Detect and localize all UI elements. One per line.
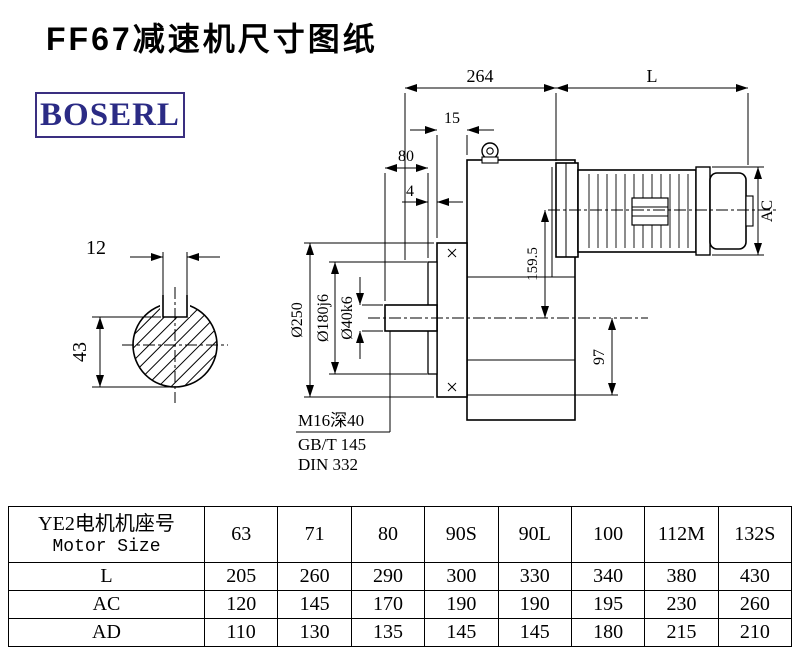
table-cell: 112M (644, 506, 719, 563)
keyway-width-dimension: 12 (86, 237, 220, 295)
table-cell: 380 (644, 562, 719, 591)
table-cell: 340 (570, 562, 646, 591)
table-cell: 63 (203, 506, 279, 563)
axis-height-label: 159.5 (525, 247, 541, 281)
motor-side-view (555, 162, 754, 258)
standard-note-1: GB/T 145 (298, 435, 366, 454)
table-cell: 80 (350, 506, 426, 563)
shaft-height-dimension: 43 (69, 316, 175, 388)
shaft-diameter-label: Ø40k6 (339, 296, 356, 340)
dim-97: 97 (575, 318, 618, 396)
dim-15-label: 15 (444, 110, 460, 127)
table-cell: 145 (277, 590, 352, 619)
fan-cover-end (745, 195, 754, 227)
table-cell: 190 (497, 590, 572, 619)
dim-L-label: L (647, 66, 658, 86)
table-row-AD: AD 110 130 135 145 145 180 215 210 (8, 618, 793, 647)
table-row-AC: AC 120 145 170 190 190 195 230 260 (8, 590, 793, 619)
foot-height-label: 97 (591, 349, 608, 365)
table-cell: 170 (350, 590, 426, 619)
table-row-L: L 205 260 290 300 330 340 380 430 (8, 562, 793, 591)
motor-size-header-en: Motor Size (52, 536, 161, 557)
table-cell: 130 (277, 618, 352, 647)
dim-264: 264 (404, 66, 557, 260)
eyebolt-icon (481, 142, 499, 164)
table-header-row: YE2电机机座号 Motor Size 63 71 80 90S 90L 100… (8, 506, 793, 563)
table-cell: 205 (203, 562, 279, 591)
table-cell: 290 (350, 562, 426, 591)
motor-size-header: YE2电机机座号 Motor Size (8, 506, 205, 563)
dim-264-label: 264 (467, 66, 494, 86)
shaft-tap-note: M16深40 GB/T 145 DIN 332 (296, 331, 391, 474)
boserl-logo: BOSERL (35, 92, 185, 138)
flange-outline (436, 242, 468, 398)
dim-spigot-diameter: Ø180j6 (315, 261, 427, 375)
table-cell: 145 (497, 618, 572, 647)
table-cell: 180 (570, 618, 646, 647)
size-table: YE2电机机座号 Motor Size 63 71 80 90S 90L 100… (8, 506, 793, 647)
spigot-diameter-label: Ø180j6 (315, 294, 332, 342)
motor-fan-cover (709, 172, 747, 250)
dim-4-label: 4 (406, 183, 414, 200)
flange-bolt-marks (447, 248, 457, 392)
dim-159-5: 159.5 (525, 210, 549, 318)
table-cell: 132S (717, 506, 793, 563)
table-cell: 210 (717, 618, 793, 647)
table-cell: 230 (644, 590, 719, 619)
motor-bearing-shield (695, 166, 711, 256)
table-cell: 100 (570, 506, 646, 563)
table-cell: 430 (717, 562, 793, 591)
motor-ac-label: AC (759, 200, 776, 222)
row-label: AD (8, 618, 205, 647)
table-cell: 135 (350, 618, 426, 647)
dimension-drawing: 12 43 (69, 66, 778, 474)
table-cell: 90L (497, 506, 572, 563)
dim-80-label: 80 (398, 148, 414, 165)
motor-size-header-cn: YE2电机机座号 (38, 512, 175, 535)
logo-text: BOSERL (40, 96, 180, 133)
table-cell: 120 (203, 590, 279, 619)
dim-flange-diameter: Ø250 (289, 242, 434, 398)
axis-centerlines (368, 209, 778, 319)
table-cell: 145 (424, 618, 499, 647)
page-title: FF67减速机尺寸图纸 (46, 21, 378, 57)
row-label: L (8, 562, 205, 591)
shaft-end-view (122, 287, 228, 403)
tap-hole-note: M16深40 (298, 411, 364, 430)
shaft-height-label: 43 (69, 342, 91, 362)
table-cell: 71 (277, 506, 352, 563)
dim-shaft-diameter: Ø40k6 (339, 277, 383, 359)
keyway-width-label: 12 (86, 237, 106, 259)
dim-L: L (556, 66, 749, 165)
table-cell: 300 (424, 562, 499, 591)
standard-note-2: DIN 332 (298, 455, 358, 474)
table-cell: 215 (644, 618, 719, 647)
table-cell: 260 (277, 562, 352, 591)
flange-diameter-label: Ø250 (289, 302, 306, 338)
table-cell: 330 (497, 562, 572, 591)
table-cell: 110 (203, 618, 279, 647)
table-cell: 195 (570, 590, 646, 619)
dim-4: 4 (402, 183, 463, 206)
row-label: AC (8, 590, 205, 619)
motor-nameplate (631, 197, 669, 226)
table-cell: 90S (424, 506, 499, 563)
table-cell: 190 (424, 590, 499, 619)
dim-AC: AC (712, 166, 776, 256)
table-cell: 260 (717, 590, 793, 619)
dim-80: 80 (384, 148, 429, 301)
dim-15: 15 (410, 110, 494, 238)
